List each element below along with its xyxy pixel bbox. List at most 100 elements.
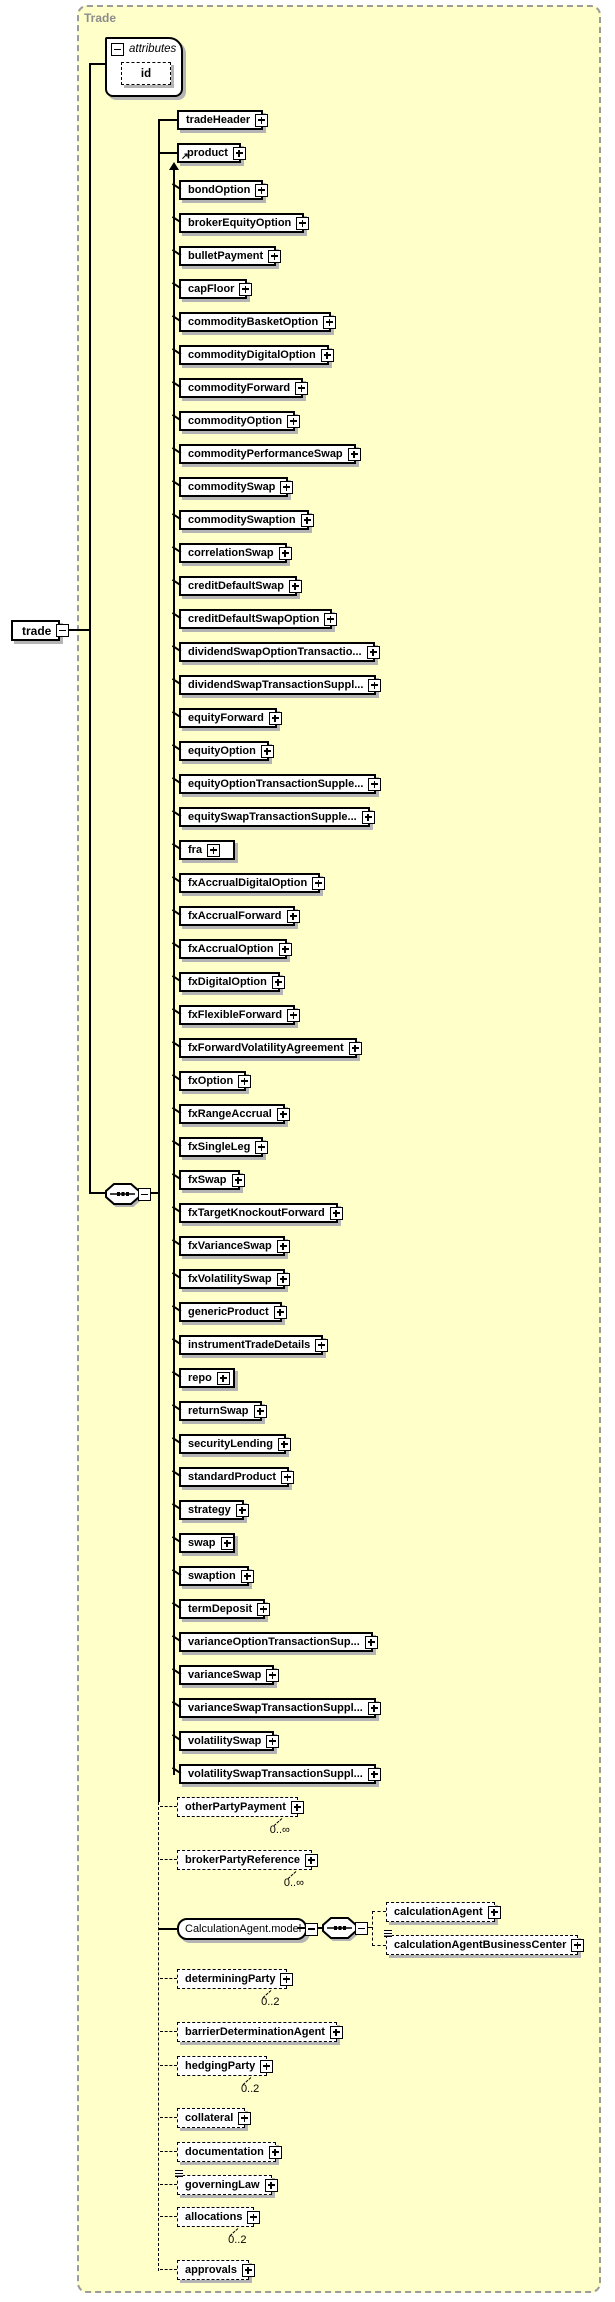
collapse-icon[interactable] bbox=[56, 624, 70, 637]
element-securityLending[interactable]: securityLending bbox=[179, 1434, 291, 1454]
expand-icon[interactable] bbox=[329, 1206, 343, 1220]
expand-icon[interactable] bbox=[276, 1239, 290, 1253]
expand-icon[interactable] bbox=[247, 2210, 261, 2224]
element-dividendSwapTransactionSuppl[interactable]: dividendSwapTransactionSuppl... bbox=[179, 675, 382, 695]
expand-icon[interactable] bbox=[281, 1470, 295, 1484]
element-fxForwardVolatilityAgreement[interactable]: fxForwardVolatilityAgreement bbox=[179, 1038, 362, 1058]
expand-icon[interactable] bbox=[240, 1569, 254, 1583]
expand-icon[interactable] bbox=[273, 1305, 287, 1319]
element-strategy[interactable]: strategy bbox=[179, 1500, 249, 1520]
expand-icon[interactable] bbox=[287, 1008, 301, 1022]
expand-icon[interactable] bbox=[238, 1074, 252, 1088]
expand-icon[interactable] bbox=[238, 2111, 252, 2125]
element-repo[interactable]: repo bbox=[179, 1368, 235, 1388]
element-collateral[interactable]: collateral bbox=[177, 2108, 252, 2128]
expand-icon[interactable] bbox=[280, 480, 294, 494]
element-allocations[interactable]: allocations bbox=[177, 2207, 261, 2230]
expand-icon[interactable] bbox=[364, 1635, 378, 1649]
element-volatilitySwap[interactable]: volatilitySwap bbox=[179, 1731, 280, 1751]
element-commodityDigitalOption[interactable]: commodityDigitalOption bbox=[179, 345, 334, 365]
element-fxAccrualOption[interactable]: fxAccrualOption bbox=[179, 939, 292, 959]
element-equityForward[interactable]: equityForward bbox=[179, 708, 282, 728]
collapse-icon[interactable] bbox=[111, 43, 124, 56]
element-fxVarianceSwap[interactable]: fxVarianceSwap bbox=[179, 1236, 290, 1256]
expand-icon[interactable] bbox=[216, 1371, 230, 1385]
element-swaption[interactable]: swaption bbox=[179, 1566, 254, 1586]
expand-icon[interactable] bbox=[278, 546, 292, 560]
element-varianceSwapTransactionSuppl[interactable]: varianceSwapTransactionSuppl... bbox=[179, 1698, 381, 1718]
expand-icon[interactable] bbox=[329, 2025, 343, 2039]
expand-icon[interactable] bbox=[312, 876, 326, 890]
element-correlationSwap[interactable]: correlationSwap bbox=[179, 543, 292, 563]
expand-icon[interactable] bbox=[268, 249, 282, 263]
element-fxDigitalOption[interactable]: fxDigitalOption bbox=[179, 972, 285, 992]
expand-icon[interactable] bbox=[255, 1140, 269, 1154]
element-creditDefaultSwap[interactable]: creditDefaultSwap bbox=[179, 576, 302, 596]
expand-icon[interactable] bbox=[323, 315, 337, 329]
element-commoditySwaption[interactable]: commoditySwaption bbox=[179, 510, 314, 530]
expand-icon[interactable] bbox=[367, 1701, 381, 1715]
collapse-icon[interactable] bbox=[138, 1188, 151, 1201]
element-determiningParty[interactable]: determiningParty bbox=[177, 1969, 294, 1992]
element-governingLaw[interactable]: governingLaw bbox=[175, 2170, 278, 2195]
element-varianceSwap[interactable]: varianceSwap bbox=[179, 1665, 280, 1685]
element-fra[interactable]: fra bbox=[179, 840, 235, 860]
element-fxSwap[interactable]: fxSwap bbox=[179, 1170, 245, 1190]
expand-icon[interactable] bbox=[257, 1602, 271, 1616]
element-brokerPartyReference[interactable]: brokerPartyReference bbox=[177, 1850, 318, 1873]
element-fxRangeAccrual[interactable]: fxRangeAccrual bbox=[179, 1104, 290, 1124]
element-equityOption[interactable]: equityOption bbox=[179, 741, 274, 761]
group-CalculationAgent-model[interactable]: CalculationAgent.model bbox=[177, 1918, 319, 1940]
expand-icon[interactable] bbox=[286, 909, 300, 923]
expand-icon[interactable] bbox=[266, 1734, 280, 1748]
element-equityOptionTransactionSupple[interactable]: equityOptionTransactionSupple... bbox=[179, 774, 382, 794]
expand-icon[interactable] bbox=[241, 2263, 255, 2277]
element-varianceOptionTransactionSup[interactable]: varianceOptionTransactionSup... bbox=[179, 1632, 378, 1652]
element-termDeposit[interactable]: termDeposit bbox=[179, 1599, 271, 1619]
element-returnSwap[interactable]: returnSwap bbox=[179, 1401, 267, 1421]
expand-icon[interactable] bbox=[290, 1800, 304, 1814]
expand-icon[interactable] bbox=[264, 2178, 278, 2192]
expand-icon[interactable] bbox=[324, 612, 338, 626]
element-documentation[interactable]: documentation bbox=[177, 2142, 282, 2162]
expand-icon[interactable] bbox=[296, 216, 310, 230]
element-dividendSwapOptionTransactio[interactable]: dividendSwapOptionTransactio... bbox=[179, 642, 380, 662]
expand-icon[interactable] bbox=[207, 843, 221, 857]
expand-icon[interactable] bbox=[271, 975, 285, 989]
expand-icon[interactable] bbox=[304, 1853, 318, 1867]
expand-icon[interactable] bbox=[487, 1905, 501, 1919]
expand-icon[interactable] bbox=[295, 381, 309, 395]
expand-icon[interactable] bbox=[239, 282, 253, 296]
element-bulletPayment[interactable]: bulletPayment bbox=[179, 246, 282, 266]
expand-icon[interactable] bbox=[276, 1107, 290, 1121]
expand-icon[interactable] bbox=[276, 1272, 290, 1286]
expand-icon[interactable] bbox=[260, 744, 274, 758]
element-commodityPerformanceSwap[interactable]: commodityPerformanceSwap bbox=[179, 444, 361, 464]
element-otherPartyPayment[interactable]: otherPartyPayment bbox=[177, 1797, 304, 1820]
expand-icon[interactable] bbox=[278, 942, 292, 956]
expand-icon[interactable] bbox=[232, 146, 246, 160]
expand-icon[interactable] bbox=[571, 1938, 585, 1952]
element-commodityBasketOption[interactable]: commodityBasketOption bbox=[179, 312, 337, 332]
collapse-icon[interactable] bbox=[305, 1922, 319, 1936]
expand-icon[interactable] bbox=[368, 777, 382, 791]
element-barrierDeterminationAgent[interactable]: barrierDeterminationAgent bbox=[177, 2022, 343, 2042]
expand-icon[interactable] bbox=[367, 1767, 381, 1781]
element-tradeHeader[interactable]: tradeHeader bbox=[177, 110, 269, 130]
element-calculationAgentBusinessCenter[interactable]: calculationAgentBusinessCenter bbox=[384, 1930, 585, 1955]
element-brokerEquityOption[interactable]: brokerEquityOption bbox=[179, 213, 310, 233]
element-trade[interactable]: trade bbox=[11, 620, 70, 641]
element-equitySwapTransactionSupple[interactable]: equitySwapTransactionSupple... bbox=[179, 807, 375, 827]
element-fxFlexibleForward[interactable]: fxFlexibleForward bbox=[179, 1005, 301, 1025]
expand-icon[interactable] bbox=[266, 1668, 280, 1682]
expand-icon[interactable] bbox=[320, 348, 334, 362]
expand-icon[interactable] bbox=[268, 711, 282, 725]
element-volatilitySwapTransactionSuppl[interactable]: volatilitySwapTransactionSuppl... bbox=[179, 1764, 381, 1784]
element-creditDefaultSwapOption[interactable]: creditDefaultSwapOption bbox=[179, 609, 338, 629]
element-fxOption[interactable]: fxOption bbox=[179, 1071, 252, 1091]
expand-icon[interactable] bbox=[347, 447, 361, 461]
expand-icon[interactable] bbox=[255, 113, 269, 127]
attribute-id[interactable]: id bbox=[121, 62, 171, 85]
expand-icon[interactable] bbox=[260, 2059, 274, 2073]
element-capFloor[interactable]: capFloor bbox=[179, 279, 253, 299]
